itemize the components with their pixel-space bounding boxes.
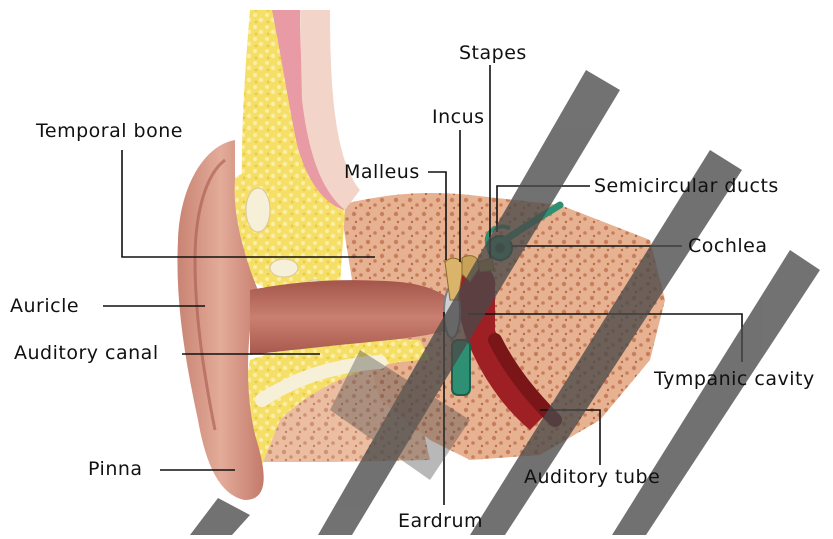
label-auricle: Auricle (10, 297, 79, 316)
label-stapes: Stapes (459, 44, 527, 63)
label-auditory-canal: Auditory canal (14, 344, 159, 363)
label-semicircular-ducts: Semicircular ducts (594, 177, 779, 196)
label-cochlea: Cochlea (688, 237, 768, 256)
label-temporal-bone: Temporal bone (36, 122, 183, 141)
label-malleus: Malleus (344, 163, 420, 182)
label-eardrum: Eardrum (398, 512, 483, 531)
label-auditory-tube: Auditory tube (524, 468, 660, 487)
label-pinna: Pinna (88, 460, 143, 479)
label-incus: Incus (432, 108, 485, 127)
label-tympanic-cavity: Tympanic cavity (654, 370, 815, 389)
